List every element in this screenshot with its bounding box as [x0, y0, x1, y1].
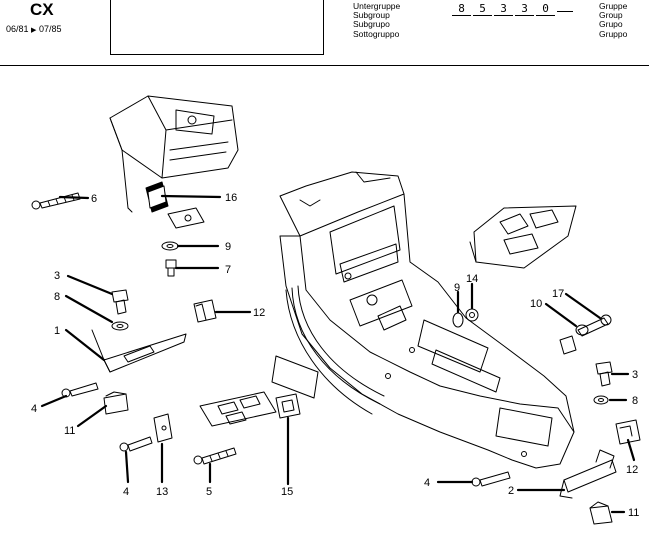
callout-3: 3: [54, 270, 60, 282]
callout-5: 5: [206, 486, 212, 498]
screw-17: [577, 314, 612, 337]
bolt-3a: [111, 289, 129, 315]
range-end: 07/85: [38, 24, 62, 34]
screw-4c: [471, 471, 511, 487]
callout-14: 14: [466, 273, 478, 285]
subgroup-digit: [557, 11, 573, 12]
screw-4b: [119, 436, 153, 452]
subgroup-label-de: Untergruppe: [353, 1, 401, 11]
washer-10: [575, 324, 589, 336]
callout-1: 1: [54, 325, 60, 337]
clip-12b: [615, 419, 641, 445]
subgroup-digit: 3: [515, 2, 534, 16]
group-label-de: Gruppe: [599, 1, 628, 11]
range-start: 06/81: [6, 24, 29, 34]
plate-13: [153, 413, 173, 443]
subgroup-label-es: Subgrupo: [353, 19, 390, 30]
washer-9b: [452, 312, 464, 328]
callout-9: 9: [225, 241, 231, 253]
subgroup-digit: 3: [494, 2, 513, 16]
callout-12: 12: [626, 464, 638, 476]
trim-strip: [285, 285, 385, 415]
callout-2: 2: [508, 485, 514, 497]
production-range: 06/81 ▶ 07/85: [6, 24, 61, 36]
screw-6: [31, 192, 81, 210]
group-label-en: Group: [599, 10, 623, 21]
callout-4: 4: [123, 486, 129, 498]
subgroup-digit: 8: [452, 2, 471, 16]
clip-12a: [193, 299, 217, 323]
group-label-es: Grupo: [599, 19, 623, 30]
callout-4: 4: [424, 477, 430, 489]
callout-11: 11: [628, 507, 639, 519]
leader-lines: [40, 194, 636, 514]
clip-15: [275, 393, 301, 419]
header-divider: [0, 65, 649, 66]
washer-9a: [161, 241, 179, 251]
group-label-it: Gruppo: [599, 28, 628, 39]
bolt-3b: [595, 361, 613, 387]
callout-3: 3: [632, 369, 638, 381]
subgroup-label-it: Sottogruppo: [353, 28, 400, 39]
callout-8: 8: [54, 291, 60, 303]
callout-9: 9: [454, 282, 460, 294]
callout-10: 10: [530, 298, 542, 310]
washer-8a: [111, 321, 129, 331]
bracket-2: [559, 449, 617, 499]
washer-8b: [593, 395, 609, 405]
callout-11: 11: [64, 425, 75, 437]
header-title-box: [110, 0, 324, 55]
subgroup-label-en: Subgroup: [353, 10, 390, 21]
subgroup-digit: 0: [536, 2, 555, 16]
callout-12: 12: [253, 307, 265, 319]
callout-15: 15: [281, 486, 293, 498]
screw-4a: [61, 382, 99, 398]
callout-labels: 6 16 9 7 3 8 12 1 4 11 4 13 5 15 9 14 17…: [31, 192, 639, 519]
range-arrow-icon: ▶: [31, 27, 37, 34]
screw-5: [193, 447, 237, 465]
model-name: CX: [30, 0, 54, 19]
callout-7: 7: [225, 264, 231, 276]
callout-6: 6: [91, 193, 97, 205]
callout-13: 13: [156, 486, 168, 498]
subgroup-labels: Untergruppe Subgroup Subgrupo Sottogrupp…: [353, 1, 401, 39]
bracket-1: [91, 329, 187, 373]
callout-17: 17: [552, 288, 564, 300]
callout-4: 4: [31, 403, 37, 415]
upper-right-panel: [469, 205, 577, 269]
callout-8: 8: [632, 395, 638, 407]
subgroup-digit: 5: [473, 2, 492, 16]
grille-panel: [199, 391, 277, 427]
nut-14: [465, 308, 479, 322]
nut-11b: [589, 501, 613, 525]
bolt-7: [165, 259, 177, 277]
upper-bracket-housing: [109, 95, 239, 213]
grommet: [559, 335, 577, 355]
group-labels: Gruppe Group Grupo Gruppo: [599, 1, 628, 39]
callout-16: 16: [225, 192, 237, 204]
center-console: [279, 171, 575, 469]
rubber-mount-16: [145, 181, 205, 229]
nut-11a: [103, 391, 129, 415]
cover-plate: [271, 355, 319, 399]
